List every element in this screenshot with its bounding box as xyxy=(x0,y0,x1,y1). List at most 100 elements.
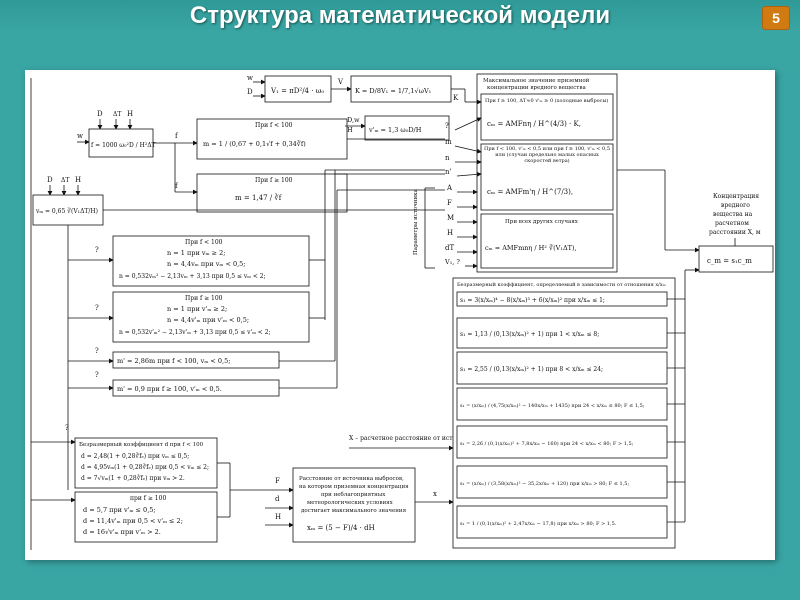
s1-case2: s₁ = 1,13 / (0,13(x/xₘ)² + 1) при 1 < x/… xyxy=(460,331,599,338)
svg-text:?: ? xyxy=(95,371,99,379)
vm-prime-formula: v'ₘ = 1,3 ω₀D/H xyxy=(368,126,422,134)
xm-text4: метеорологических условиях xyxy=(307,500,394,506)
m-formula-1: m = 1 / (0,67 + 0,1√f + 0,34∛f) xyxy=(203,139,306,148)
s1-case2-box xyxy=(456,317,668,349)
n-box2-line3: n = 0,532v'ₘ² − 2,13v'ₘ + 3,13 при 0,5 ≤… xyxy=(119,329,271,336)
s1-case5-box xyxy=(456,425,668,459)
f-inputs: D ΔT H w xyxy=(77,110,133,145)
x-distance-label: X – расчетное расстояние от источника xyxy=(349,435,476,442)
svg-text:w: w xyxy=(77,132,83,140)
s1-case7-box xyxy=(456,505,668,539)
result-formula-box xyxy=(698,245,774,273)
svg-text:w: w xyxy=(247,74,253,82)
svg-text:n': n' xyxy=(445,168,452,176)
cm-case3-box xyxy=(480,213,614,269)
s1-case4: s₁ = (x/xₘ) / (4,75(x/xₘ)² − 140x/xₘ + 1… xyxy=(460,402,645,409)
svg-text:?: ? xyxy=(95,246,99,254)
vm-prime-formula-box xyxy=(364,115,450,141)
svg-text:H: H xyxy=(127,110,133,118)
svg-text:ΔT: ΔT xyxy=(61,177,69,184)
svg-text:K: K xyxy=(453,94,459,102)
s1-case3-box xyxy=(456,351,668,385)
cm-case2-box xyxy=(480,143,614,211)
v1-formula-box xyxy=(264,75,332,103)
svg-text:ΔT: ΔT xyxy=(113,111,121,118)
v1-label: V xyxy=(337,78,344,86)
cm-case2: При f < 100, v'ₘ < 0,5 или при f ≥ 100, … xyxy=(483,146,610,164)
n-box2-line2: n = 4,4v'ₘ при v'ₘ < 0,5; xyxy=(167,316,249,324)
concentration-label-2: вредного xyxy=(721,202,750,209)
params-label: Параметры источника xyxy=(413,188,419,255)
n-box-line3: n = 0,532vₘ² − 2,13vₘ + 3,13 при 0,5 ≤ v… xyxy=(119,273,266,280)
xm-text1: Расстояние от источника выбросов, xyxy=(299,475,404,482)
svg-text:f: f xyxy=(175,182,179,190)
m-label-1: При f < 100 xyxy=(255,122,293,129)
d-box-line1: d = 2,48(1 + 0,28∛fₑ) при vₘ ≤ 0,5; xyxy=(81,452,189,460)
svg-text:m: m xyxy=(445,138,452,146)
xm-box xyxy=(292,467,416,543)
xm-text3: при неблагоприятных xyxy=(321,491,386,498)
n-box-f-less-100 xyxy=(112,235,310,287)
svg-text:d: d xyxy=(275,495,280,503)
svg-text:H: H xyxy=(275,513,281,521)
n-box-line1: n = 1 при vₘ ≥ 2; xyxy=(167,249,225,257)
input-w-top: w D xyxy=(247,74,266,99)
result-formula: c_m = s₁c_m xyxy=(707,257,752,265)
cm-side-inputs: K ? m n n' A F M H dT V₁, ? xyxy=(444,94,482,269)
dw-label: D,w xyxy=(347,116,360,124)
s1-case1: s₁ = 3(x/xₘ)⁴ − 8(x/xₘ)³ + 6(x/xₘ)² при … xyxy=(460,297,605,304)
svg-text:D: D xyxy=(247,88,253,96)
n-box-f-ge-100 xyxy=(112,291,310,343)
concentration-label-3: вещества на xyxy=(713,211,753,218)
d-box2-header: при f ≥ 100 xyxy=(130,495,166,502)
s1-case4-box xyxy=(456,387,668,421)
svg-text:H: H xyxy=(75,176,81,184)
title-bar xyxy=(0,0,800,34)
d-box-line2: d = 4,95vₘ(1 + 0,28∛fₑ) при 0,5 < vₘ ≤ 2… xyxy=(81,463,209,471)
svg-text:F: F xyxy=(275,477,280,485)
d-box-line3: d = 7√vₘ(1 + 0,28∛fₑ) при vₘ > 2. xyxy=(81,474,185,482)
d-box-f-ge-100 xyxy=(74,491,218,543)
s1-case3: s₁ = 2,55 / (0,13(x/xₘ)² + 1) при 8 < x/… xyxy=(460,366,603,373)
cm-case1-box xyxy=(480,93,614,141)
svg-text:H: H xyxy=(447,229,453,237)
m-formula-box-1 xyxy=(196,118,348,160)
svg-text:D: D xyxy=(47,176,53,184)
concentration-label-4: расчетном xyxy=(715,220,749,227)
cm-header1: Максимальное значение приземной xyxy=(483,78,590,84)
v1-formula: V₁ = πD²/4 · ω₀ xyxy=(270,87,324,95)
cm-header2: концентрации вредного вещества xyxy=(487,85,586,91)
d-box-header: Безразмерный коэффициент d при f < 100 xyxy=(79,441,204,448)
k-formula: K = D/8V₁ = 1/7,1√ωV₁ xyxy=(355,87,432,95)
xm-text2: на котором приземная концентрация xyxy=(299,484,409,490)
n-box2-line1: n = 1 при v'ₘ ≥ 2; xyxy=(167,305,227,313)
cm-case3: При всех других случаях xyxy=(505,219,579,225)
svg-text:?: ? xyxy=(445,122,449,130)
d-box2-line1: d = 5,7 при v'ₘ ≤ 0,5; xyxy=(83,506,156,514)
s1-case5: s₁ = 2,26 / (0,1(x/xₘ)² + 7,8x/xₘ − 160)… xyxy=(460,440,634,447)
m-prime-formula-1: m' = 2,86m при f < 100, vₘ < 0,5; xyxy=(117,357,230,365)
d-box2-line3: d = 16√v'ₘ при v'ₘ > 2. xyxy=(83,528,161,536)
f-label: f xyxy=(175,132,179,140)
page-number-badge: 5 xyxy=(762,6,790,30)
x-output-label: x xyxy=(433,490,437,498)
xm-formula: xₘ = (5 − F)/4 · dH xyxy=(307,524,375,532)
svg-text:M: M xyxy=(447,214,454,222)
d-box-f-less-100 xyxy=(74,437,218,489)
m-prime-formula-2: m' = 0,9 при f ≥ 100, v'ₘ < 0,5. xyxy=(117,385,222,393)
svg-text:A: A xyxy=(446,184,453,192)
svg-text:?: ? xyxy=(95,347,99,355)
f-formula-box xyxy=(88,128,154,158)
concentration-label-1: Концентрация xyxy=(713,193,759,200)
s1-case6: s₁ = (x/xₘ) / (3,58(x/xₘ)² − 35,2x/xₘ + … xyxy=(460,480,629,487)
concentration-label-5: расстоянии Х, м xyxy=(709,229,761,236)
xm-text5: достигает максимального значения xyxy=(301,508,407,514)
diagram-panel: w D V₁ = πD²/4 · ω₀ V K = D/8V₁ = 1/7,1√… xyxy=(25,70,775,560)
cm-case1: При f ≥ 100, ΔT≈0 v'ₘ ≥ 0 (холодные выбр… xyxy=(485,97,608,104)
n-box-header: При f < 100 xyxy=(185,239,223,246)
cm-formula1: cₘ = AMFnη / H^(4/3) · K, xyxy=(487,120,581,128)
slide-title: Структура математической модели xyxy=(189,2,611,29)
svg-text:F: F xyxy=(447,199,452,207)
s1-header: Безразмерный коэффициент, определяемый в… xyxy=(457,281,666,288)
n-box2-header: При f ≥ 100 xyxy=(185,295,223,302)
